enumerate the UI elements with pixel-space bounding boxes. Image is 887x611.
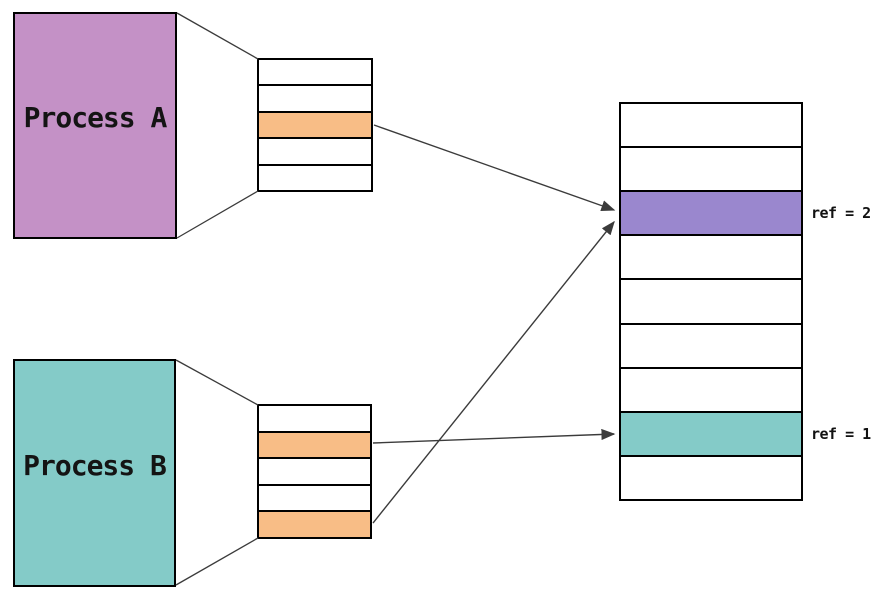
process-b-label: Process B bbox=[23, 448, 167, 482]
physical-memory-row-9 bbox=[621, 456, 801, 499]
page-table-a-row-5 bbox=[259, 165, 371, 191]
physical-memory-row-4 bbox=[621, 236, 801, 281]
process-a-box: Process A bbox=[13, 12, 177, 239]
page-table-a-row-4 bbox=[259, 139, 371, 166]
page-table-b-row-2 bbox=[259, 432, 370, 460]
page-table-b-row-3 bbox=[259, 459, 370, 486]
page-table-a-row-3 bbox=[259, 112, 371, 140]
physical-memory-row-1 bbox=[621, 104, 801, 149]
arrow-page-b5-to-shared-frame bbox=[372, 220, 615, 524]
process-b-box: Process B bbox=[13, 359, 176, 587]
process-a-zoom-line-top bbox=[176, 12, 259, 60]
physical-memory-row-5 bbox=[621, 280, 801, 325]
shared-frame-ref-count-label: ref = 2 bbox=[811, 204, 871, 222]
page-table-b bbox=[257, 404, 372, 539]
page-table-a bbox=[257, 58, 373, 192]
physical-memory-row-3 bbox=[621, 192, 801, 237]
arrow-page-b2-to-private-frame bbox=[372, 428, 616, 444]
physical-memory-table bbox=[619, 102, 803, 501]
physical-memory-row-7 bbox=[621, 368, 801, 413]
process-b-zoom-line-top bbox=[175, 359, 259, 406]
physical-memory-row-8 bbox=[621, 412, 801, 457]
process-a-label: Process A bbox=[23, 101, 168, 134]
process-a-zoom-line-bottom bbox=[176, 190, 259, 239]
page-table-a-row-1 bbox=[259, 60, 371, 87]
page-table-a-row-2 bbox=[259, 86, 371, 113]
page-table-b-row-5 bbox=[259, 512, 370, 537]
page-table-b-row-4 bbox=[259, 485, 370, 513]
page-table-b-row-1 bbox=[259, 406, 370, 433]
process-b-zoom-line-bottom bbox=[175, 537, 259, 586]
physical-memory-row-6 bbox=[621, 324, 801, 369]
physical-memory-row-2 bbox=[621, 148, 801, 193]
arrow-page-a-to-shared-frame bbox=[373, 124, 616, 212]
private-frame-ref-count-label: ref = 1 bbox=[811, 425, 871, 443]
